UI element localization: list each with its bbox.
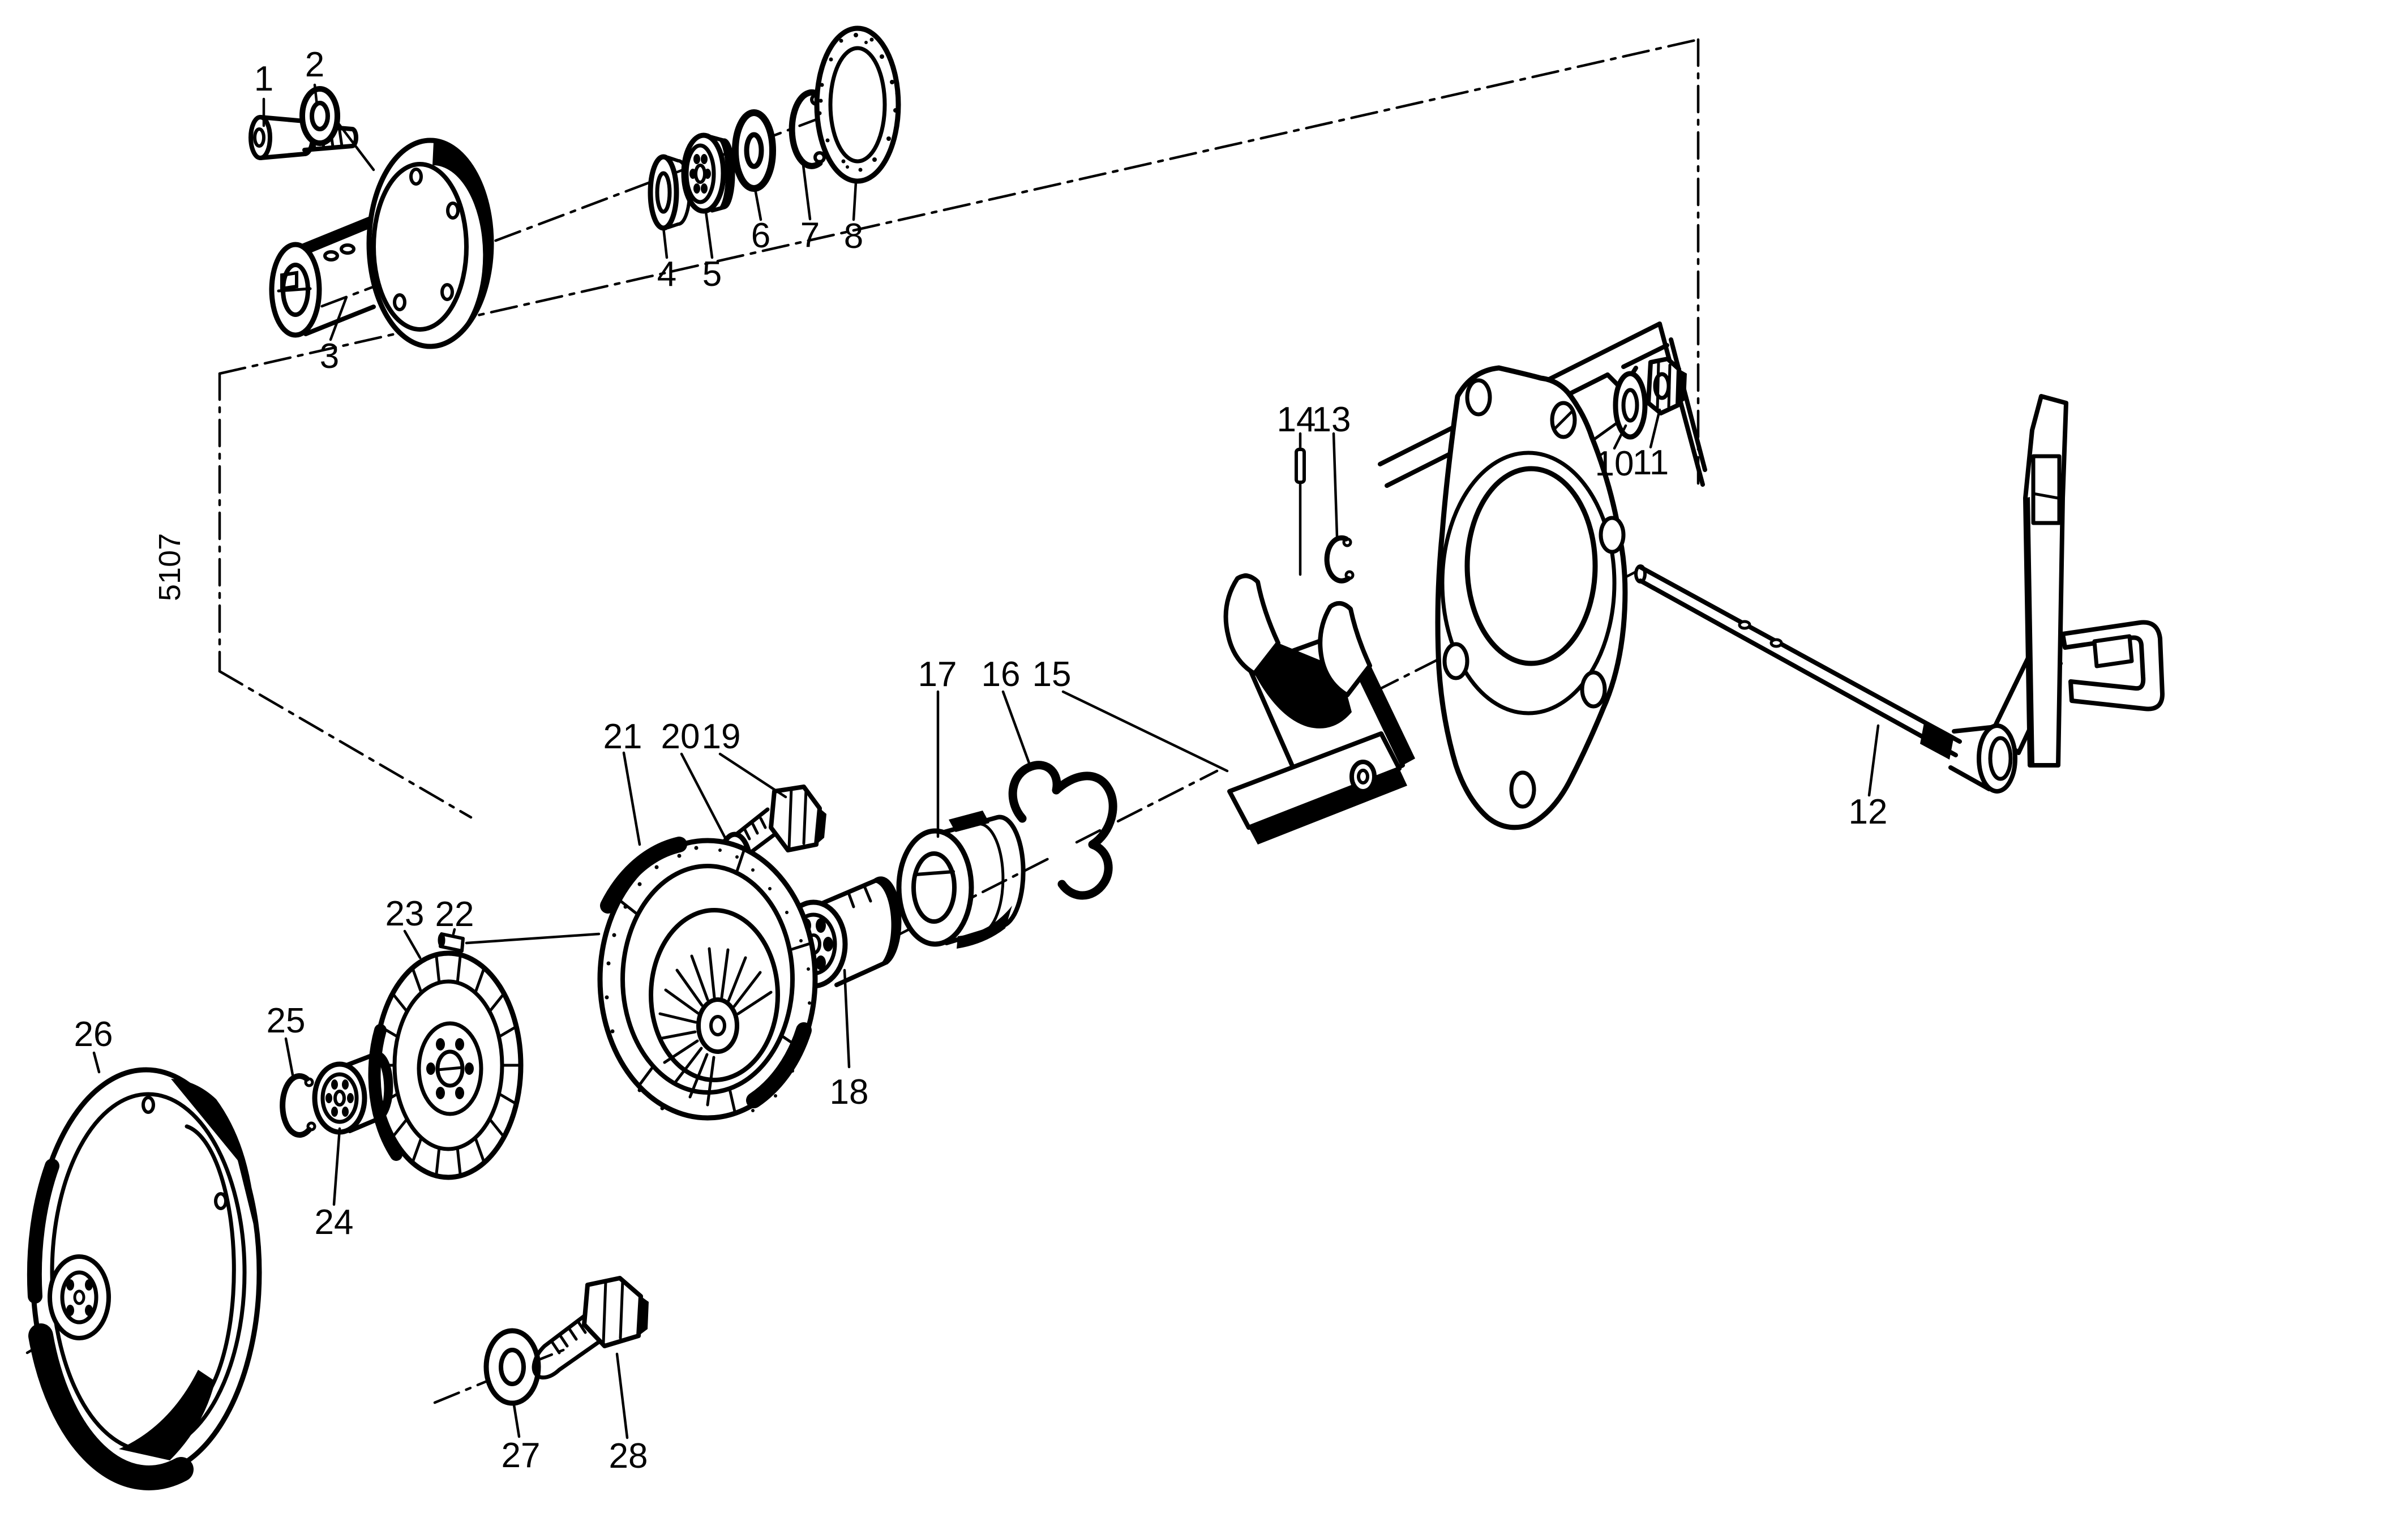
axis-frame-left-diagonal (218, 670, 473, 819)
part-12-release-lever (1634, 394, 2165, 794)
callout-17: 17 (918, 655, 957, 694)
axis-lower-2 (1075, 769, 1219, 844)
callout-23: 23 (385, 894, 425, 933)
part-13-clip (1324, 535, 1355, 584)
callout-8: 8 (844, 217, 863, 256)
pressure-plate-speckles (605, 846, 811, 1112)
callout-18: 18 (830, 1073, 869, 1112)
callout-26: 26 (74, 1015, 113, 1054)
part-24-pilot-bearing (312, 1051, 393, 1135)
part-26-clutch-cover (27, 1067, 262, 1490)
callout-2: 2 (305, 45, 324, 84)
callout-12: 12 (1849, 792, 1888, 831)
part-2-washer (299, 86, 340, 146)
callout-28: 28 (609, 1437, 648, 1476)
part-10-washer (1613, 371, 1648, 440)
callout-5: 5 (702, 255, 722, 294)
callout-21: 21 (603, 717, 642, 756)
part-15-release-fork (1223, 573, 1415, 845)
callout-14: 14 (1277, 400, 1316, 439)
part-27-washer (483, 1328, 541, 1406)
callout-4: 4 (657, 255, 676, 294)
callout-27: 27 (502, 1436, 541, 1475)
part-25-circlip (280, 1073, 316, 1138)
axis-lower-1 (898, 854, 1056, 936)
part-23-clutch-disc (368, 950, 524, 1180)
callout-19: 19 (702, 717, 741, 756)
part-3-drive-flange (269, 138, 494, 349)
part-14-pin (1295, 448, 1306, 484)
callout-16: 16 (982, 655, 1021, 694)
callout-7: 7 (800, 216, 820, 255)
part-21-pressure-plate (597, 837, 818, 1121)
gasket-speckles (817, 33, 899, 172)
part-housing-plate (1435, 365, 1628, 830)
callout-6: 6 (751, 216, 770, 255)
callout-15: 15 (1032, 655, 1072, 694)
callout-1: 1 (254, 59, 273, 98)
part-22-pin (438, 932, 465, 953)
leader-lines (92, 83, 1880, 1439)
drawing-number: 5107 (153, 533, 187, 601)
callout-24: 24 (315, 1203, 354, 1242)
pressure-plate-sunburst (658, 947, 773, 1107)
callout-22: 22 (435, 895, 474, 934)
callout-3: 3 (320, 337, 339, 376)
callout-25: 25 (267, 1001, 306, 1040)
part-6-washer (732, 109, 776, 192)
part-8-gasket (814, 25, 901, 184)
callout-11: 11 (1633, 443, 1669, 482)
part-11-nut (1646, 357, 1687, 415)
part-17-release-sleeve (896, 811, 1026, 949)
callout-20: 20 (661, 717, 700, 756)
callout-labels: 1 2 3 4 5 6 7 8 10 11 12 13 14 15 16 17 … (74, 45, 1888, 1476)
callout-13: 13 (1312, 400, 1351, 439)
axis-upper-assembly (277, 90, 892, 324)
callout-10: 10 (1595, 444, 1634, 483)
part-28-hex-bolt (532, 1276, 649, 1380)
part-16-wire-clip (1008, 761, 1117, 900)
part-5-needle-bearing (681, 132, 735, 214)
